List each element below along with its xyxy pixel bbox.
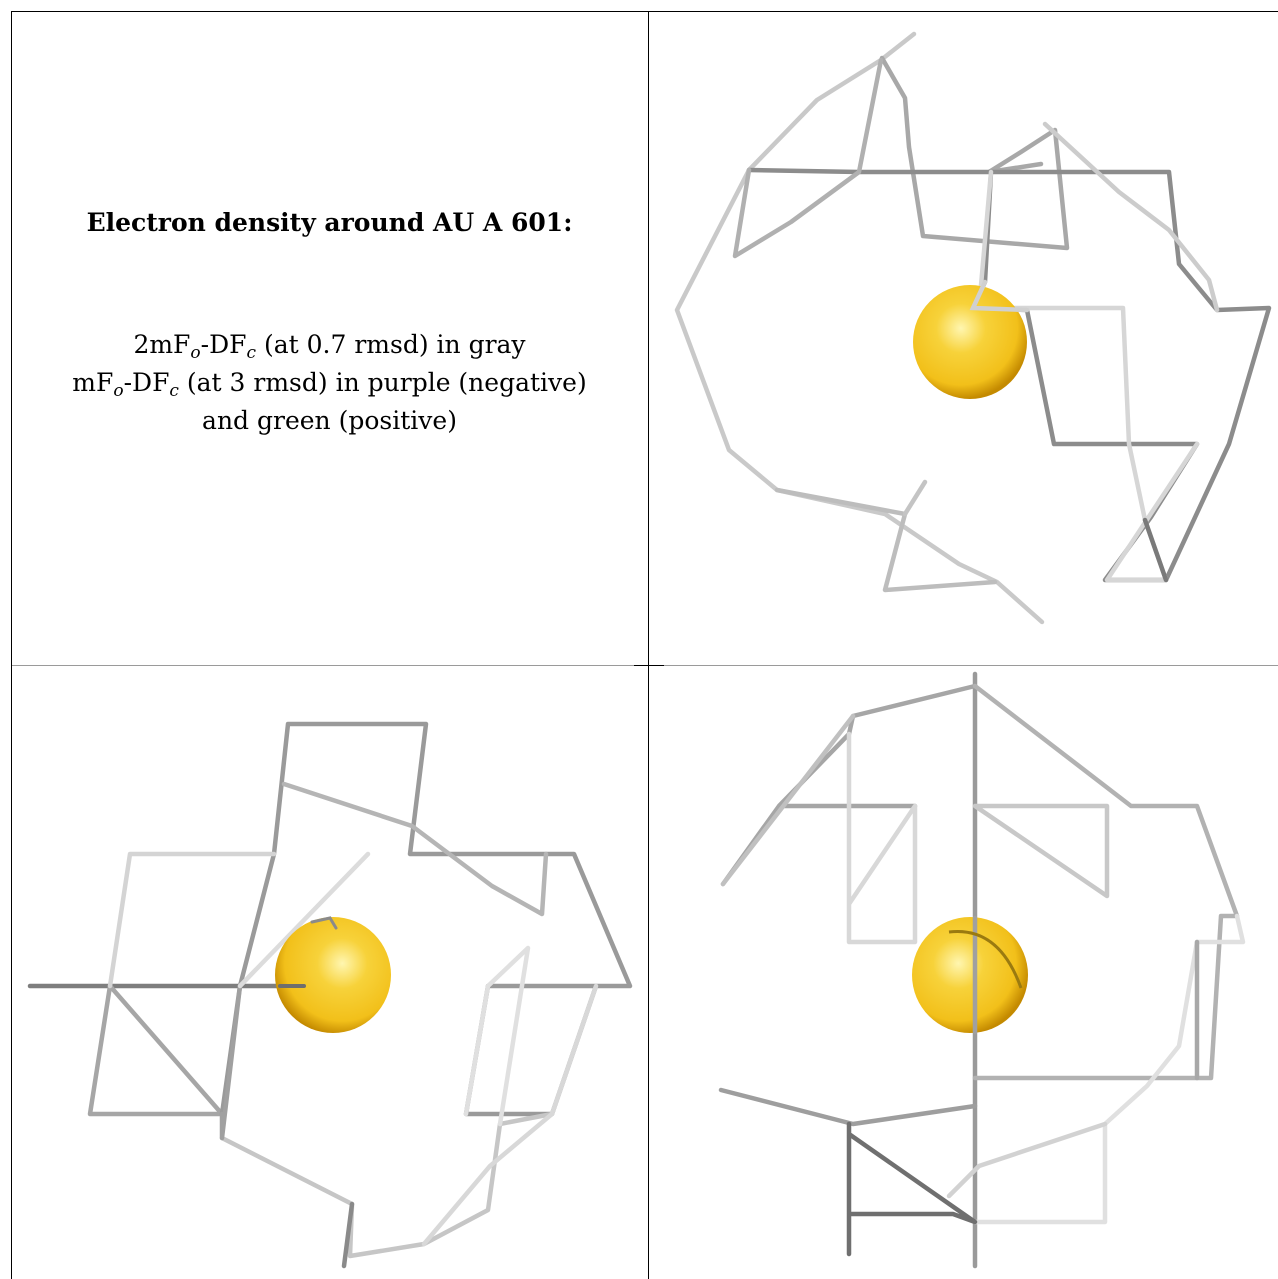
mesh-path (1042, 121, 1220, 313)
table-middle-border (648, 11, 649, 1279)
density-mesh-svg-3 (718, 671, 1246, 1269)
legend-line-2: mFo-DFc (at 3 rmsd) in purple (negative) (12, 364, 647, 402)
legend-text: 2mFo-DFc (at 0.7 rmsd) in gray mFo-DFc (… (12, 326, 647, 440)
density-mesh-svg-2 (27, 721, 633, 1269)
mesh-path (972, 683, 1240, 1081)
table-left-border (11, 11, 12, 1279)
mesh-path (720, 713, 856, 887)
density-view-bottom-left (12, 666, 647, 1279)
au-atom-sphere (912, 917, 1028, 1033)
legend-line-2-c: (at 3 rmsd) in purple (negative) (178, 368, 587, 397)
density-view-top-right (649, 12, 1278, 664)
mesh-path-front (948, 929, 1023, 989)
legend-line-1-sub-o: o (190, 343, 201, 363)
density-view-bottom-right (649, 666, 1278, 1279)
table-row-divider (12, 665, 634, 666)
legend-line-3: and green (positive) (202, 406, 457, 435)
legend-line-2-sub-o: o (113, 381, 124, 401)
legend-line-2-sub-c: c (169, 381, 179, 401)
legend-line-2-a: mF (72, 368, 114, 397)
mesh-path (219, 721, 633, 1117)
mesh-path (1142, 517, 1169, 583)
mesh-path (846, 731, 918, 945)
caption-cell: Electron density around AU A 601: 2mFo-D… (12, 12, 647, 664)
figure-title: Electron density around AU A 601: (86, 208, 573, 237)
legend-line-1-a: 2mF (133, 330, 191, 359)
mesh-path (237, 851, 371, 989)
table-row-divider-tick (634, 665, 664, 666)
mesh-path (732, 57, 884, 259)
density-mesh-2 (27, 721, 633, 1269)
mesh-path (219, 1111, 555, 1259)
mesh-path (774, 487, 998, 593)
table-top-border (12, 11, 1278, 12)
mesh-path (902, 479, 928, 517)
mesh-path (972, 913, 1246, 1225)
mesh-path (219, 983, 243, 1141)
mesh-path (718, 1087, 978, 1127)
density-mesh-svg-1 (674, 31, 1272, 625)
mesh-path (463, 945, 531, 1127)
legend-line-1-sub-c: c (246, 343, 257, 363)
mesh-path-front (310, 916, 338, 930)
au-atom-sphere (275, 917, 391, 1033)
table-row-divider-right (649, 665, 1278, 666)
mesh-path (341, 1201, 355, 1269)
legend-line-1: 2mFo-DFc (at 0.7 rmsd) in gray (12, 326, 647, 364)
legend-line-1-b: -DF (200, 330, 247, 359)
mesh-path (87, 983, 225, 1117)
legend-line-2-b: -DF (123, 368, 170, 397)
mesh-path (674, 31, 1045, 625)
mesh-path (972, 803, 1110, 899)
mesh-path (946, 1121, 1108, 1199)
density-mesh-3 (718, 671, 1246, 1269)
au-atom-sphere (913, 285, 1027, 399)
legend-line-1-c: (at 0.7 rmsd) in gray (256, 330, 526, 359)
mesh-path (281, 781, 549, 917)
mesh-path-front (969, 279, 1030, 313)
mesh-path (421, 983, 599, 1247)
mesh-path (107, 851, 277, 989)
mesh-path (879, 55, 1070, 251)
mesh-path (846, 1121, 978, 1257)
